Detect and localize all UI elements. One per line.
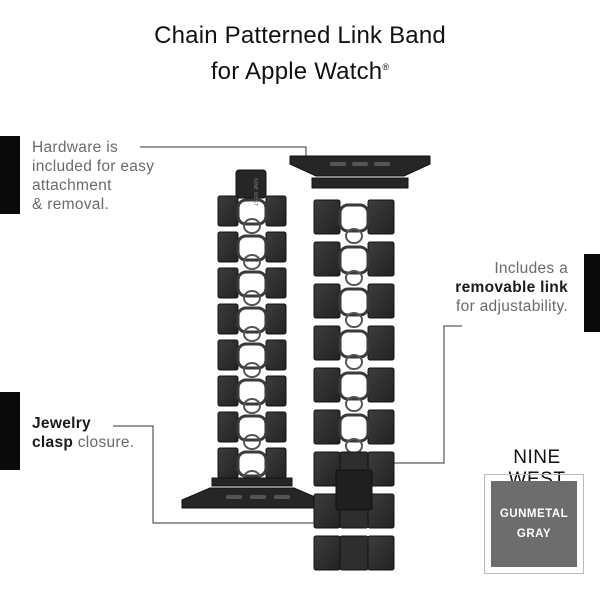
page-subtitle: for Apple Watch® (0, 58, 600, 86)
left-band-chain-link (236, 378, 268, 406)
hardware-line-3: attachment (32, 177, 112, 194)
right-band-lug-slot (352, 162, 368, 166)
right-band-chain-link (338, 371, 370, 401)
swatch-label-line-2: GRAY (516, 528, 552, 540)
left-band-side-link-a (217, 195, 239, 227)
left-band-side-link-b (265, 267, 287, 299)
registered-mark: ® (382, 62, 390, 72)
left-band-lug-slot (226, 495, 242, 499)
right-band-connector-bar (311, 177, 409, 189)
clasp-leader-line (113, 425, 330, 524)
left-band-chain-link (236, 270, 268, 298)
left-band-chain-link (236, 450, 268, 478)
removable-line-1: Includes a (494, 260, 568, 277)
swatch-label-line-1: GUNMETAL (499, 508, 569, 520)
left-band-chain-ring (243, 434, 261, 450)
hardware-line-1: Hardware is (32, 139, 118, 156)
right-band-chain-link (338, 329, 370, 359)
right-band-side-link-b (367, 409, 395, 445)
left-band-side-link-b (265, 375, 287, 407)
right-band-side-link-b (367, 241, 395, 277)
left-band-lug-slot (274, 495, 290, 499)
right-band-side-link-b (367, 325, 395, 361)
band-engraving: NINE WEST (252, 178, 258, 207)
clasp-bold-2: clasp (32, 434, 74, 451)
left-band-chain-ring (243, 254, 261, 270)
left-band-side-link-b (265, 411, 287, 443)
right-band-side-link-b (367, 283, 395, 319)
right-band-chain-ring (345, 396, 363, 412)
left-band-side-link-b (265, 195, 287, 227)
right-band-chain-link (338, 203, 370, 233)
clasp-rest: closure. (77, 434, 135, 451)
right-band-chain-link (338, 245, 370, 275)
removable-line-bold: removable link (455, 279, 568, 296)
left-band-side-link-a (217, 447, 239, 479)
left-band-side-link-b (265, 231, 287, 263)
removable-link-callout: Includes a removable link for adjustabil… (455, 259, 568, 316)
right-accent-bar (584, 254, 600, 332)
page-title: Chain Patterned Link Band (154, 22, 446, 49)
left-band-side-link-b (265, 303, 287, 335)
right-band-side-link-b (367, 199, 395, 235)
right-band-chain-ring (345, 270, 363, 286)
right-band-side-link-a (313, 241, 341, 277)
left-band-side-link-a (217, 339, 239, 371)
removable-line-3: for adjustability. (456, 298, 568, 315)
right-band-chain-link (338, 413, 370, 443)
left-band-side-link-a (217, 231, 239, 263)
left-band-side-link-b (265, 339, 287, 371)
right-band-jewelry-clasp (335, 469, 373, 511)
left-band-chain-ring (243, 218, 261, 234)
left-band-chain-link (236, 198, 268, 226)
clasp-bold-1: Jewelry (32, 415, 91, 432)
left-band-chain-link (236, 414, 268, 442)
left-band-chain-link (236, 234, 268, 262)
left-band-chain-ring (243, 398, 261, 414)
hardware-line-2: included for easy (32, 158, 155, 175)
left-band-side-link-a (217, 303, 239, 335)
left-band-chain-link (236, 306, 268, 334)
left-band-lug-slot (250, 495, 266, 499)
left-band-chain-ring (243, 290, 261, 306)
subtitle-text: for Apple Watch (210, 58, 383, 85)
left-band-chain-ring (243, 326, 261, 342)
right-band-lug-slot (330, 162, 346, 166)
right-band-side-link-a (313, 367, 341, 403)
left-band-side-link-a (217, 411, 239, 443)
right-band-side-link-b (367, 367, 395, 403)
right-band-chain-link (338, 287, 370, 317)
color-swatch: GUNMETAL GRAY (491, 481, 577, 567)
right-band-side-link-b (367, 535, 395, 571)
right-band-side-link-a (313, 199, 341, 235)
right-band-chain-ring (345, 228, 363, 244)
right-band-chain-ring (345, 354, 363, 370)
hardware-callout: Hardware is included for easy attachment… (32, 138, 154, 214)
left-band-chain-link (236, 342, 268, 370)
right-band-clasp-block (339, 535, 369, 571)
left-band-side-link-b (265, 447, 287, 479)
right-band-lug-slot (374, 162, 390, 166)
clasp-callout: Jewelry clasp closure. (32, 414, 134, 452)
left-accent-bar-top (0, 136, 20, 214)
left-accent-bar-bottom (0, 392, 20, 470)
left-band-end-cap (235, 169, 267, 199)
left-band-strap (181, 169, 323, 509)
right-band-side-link-a (313, 535, 341, 571)
left-band-side-link-a (217, 267, 239, 299)
color-swatch-frame: GUNMETAL GRAY (484, 474, 584, 574)
left-band-connector-bar (211, 477, 293, 487)
right-band-side-link-a (313, 325, 341, 361)
left-band-chain-ring (243, 362, 261, 378)
removable-leader-line (392, 325, 462, 464)
hardware-line-4: & removal. (32, 196, 110, 213)
right-band-side-link-a (313, 283, 341, 319)
right-band-chain-ring (345, 312, 363, 328)
right-band-side-link-a (313, 409, 341, 445)
left-band-side-link-a (217, 375, 239, 407)
right-band-strap (289, 155, 431, 571)
